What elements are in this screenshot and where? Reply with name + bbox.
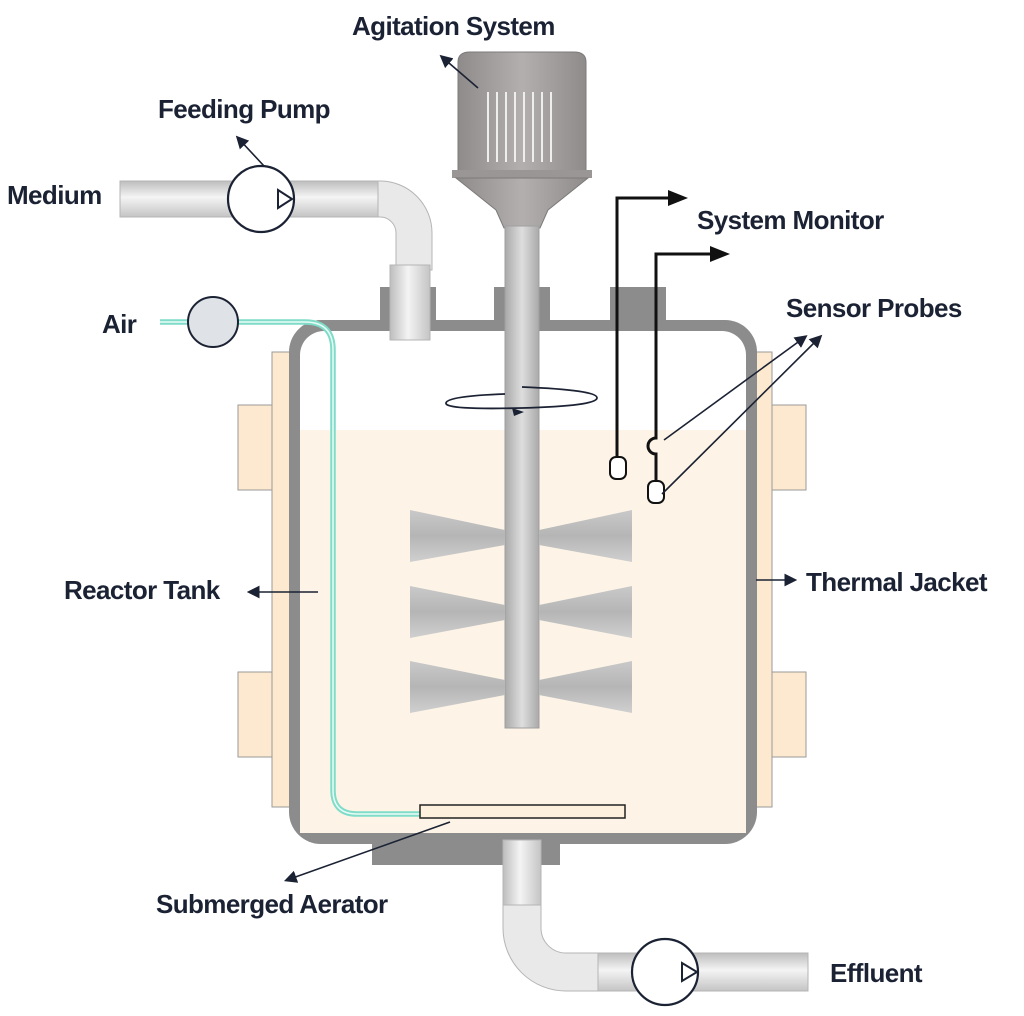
motor-icon [452,51,592,229]
label-air: Air [102,309,137,339]
sensor-probes [609,287,665,504]
agitator-shaft [504,225,540,729]
impeller-icon [410,510,632,713]
system-monitor-lines [615,190,730,290]
labels: Agitation System Feeding Pump Medium Sys… [7,11,988,988]
label-feeding-pump: Feeding Pump [158,94,330,124]
label-reactor-tank: Reactor Tank [64,575,221,605]
label-submerged-aerator: Submerged Aerator [156,889,388,919]
label-sensor-probes: Sensor Probes [786,293,962,323]
label-system-monitor: System Monitor [697,205,884,235]
label-effluent: Effluent [830,958,923,988]
submerged-aerator [419,804,626,819]
label-thermal-jacket: Thermal Jacket [806,567,988,597]
rotation-arrow-icon [445,386,598,416]
effluent-pump-icon [630,937,700,1007]
label-medium: Medium [7,180,102,210]
feeding-pump-icon [226,164,296,234]
air-valve-icon [187,296,239,348]
leader-arrows [235,54,823,883]
label-agitation-system: Agitation System [352,11,555,41]
air-line [160,319,422,817]
